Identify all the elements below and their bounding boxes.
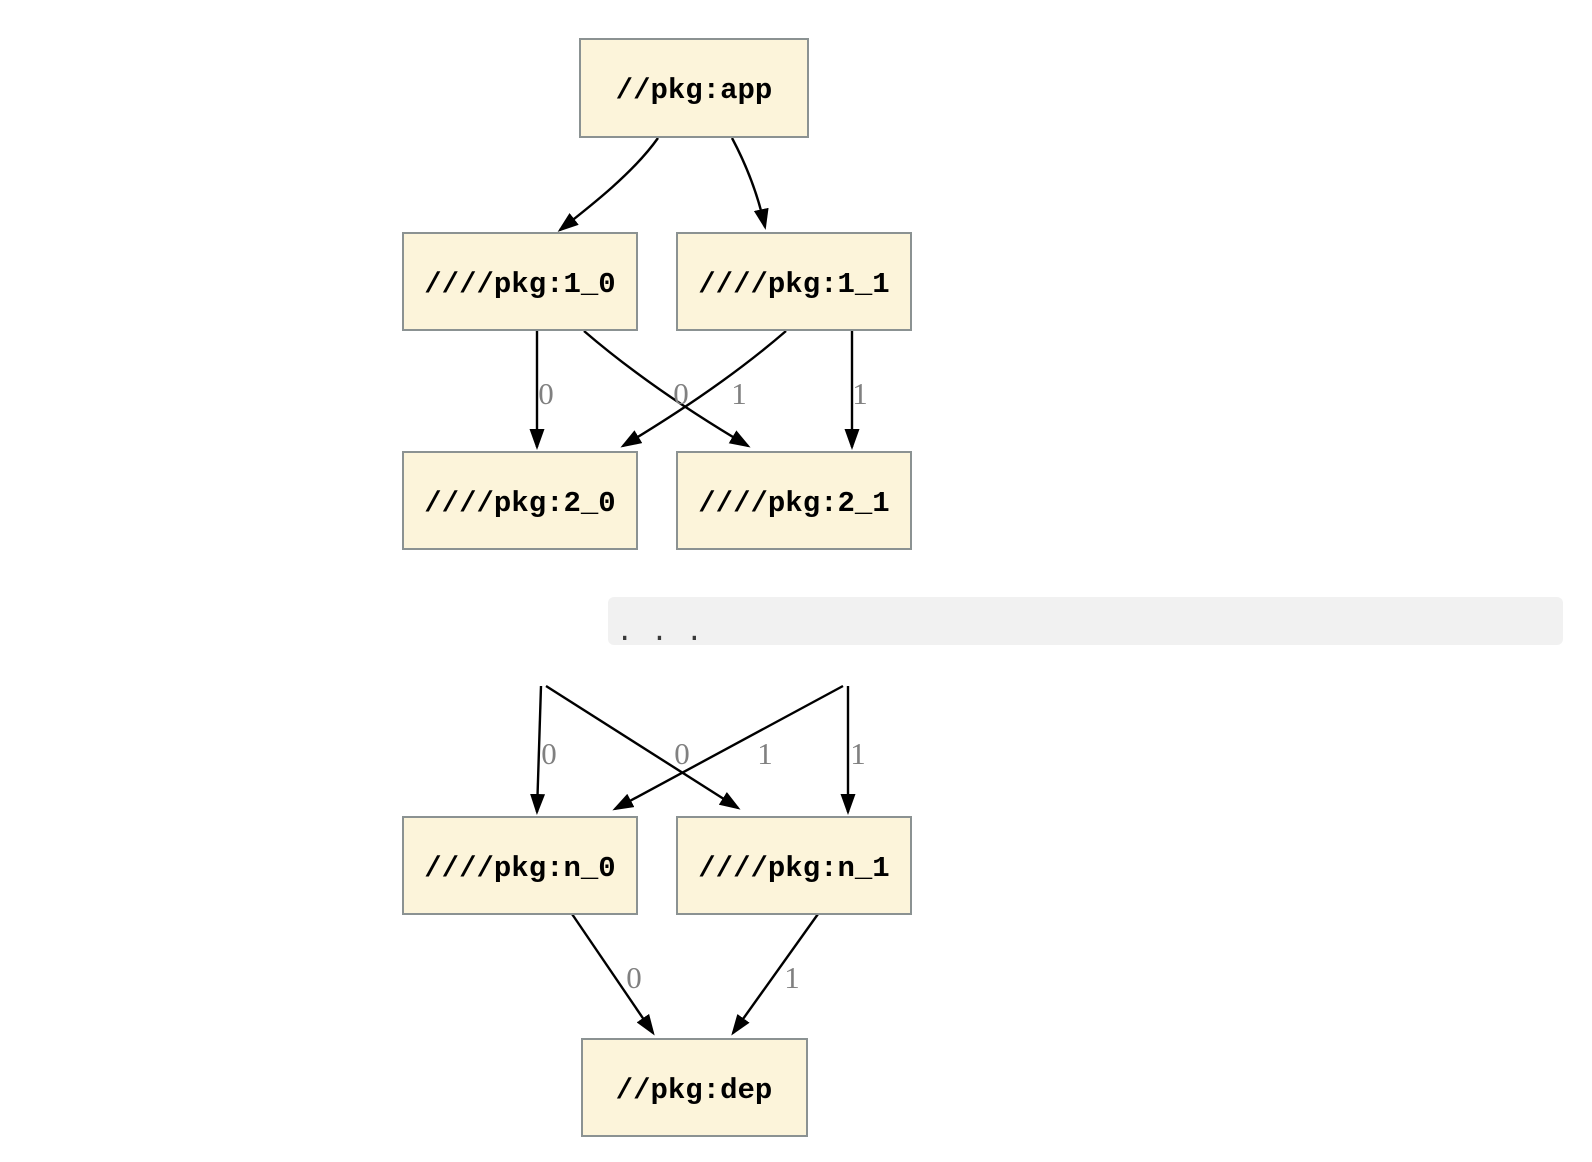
edge-label-top-mid-1: 1 [731, 376, 747, 411]
edge-label-mid-left-0: 0 [541, 736, 557, 771]
edge-label-top-mid-0: 0 [673, 376, 689, 411]
node-dep: //pkg:dep [581, 1038, 808, 1137]
node-pkg1_0: ////pkg:1_0 [402, 232, 638, 331]
node-pkg1_1-label: ////pkg:1_1 [698, 268, 889, 301]
ellipsis-text: . . . [616, 616, 703, 649]
edge-label-bottom-1: 1 [784, 960, 800, 995]
edge-label-bottom-0: 0 [626, 960, 642, 995]
node-pkgn_0: ////pkg:n_0 [402, 816, 638, 915]
edge-hidden-right-to-pkgn_0 [612, 684, 844, 811]
edge-pkgn_1-to-dep [731, 913, 819, 1036]
edge-hidden-left-to-pkgn_0 [530, 685, 546, 815]
node-app-box [579, 38, 809, 138]
node-pkg2_0: ////pkg:2_0 [402, 451, 638, 550]
node-pkgn_1-label: ////pkg:n_1 [698, 852, 889, 885]
node-pkg2_1: ////pkg:2_1 [676, 451, 912, 550]
node-dep-box [581, 1038, 808, 1137]
node-pkg2_0-label: ////pkg:2_0 [424, 487, 615, 520]
edge-app-to-pkg1_1 [730, 137, 769, 230]
edge-label-mid-right-1: 1 [850, 736, 866, 771]
node-pkg2_1-box [676, 451, 912, 550]
edge-pkgn_0-to-dep [571, 913, 655, 1036]
node-pkgn_1: ////pkg:n_1 [676, 816, 912, 915]
node-pkgn_0-label: ////pkg:n_0 [424, 852, 615, 885]
node-pkgn_0-box [402, 816, 638, 915]
node-pkg2_1-label: ////pkg:2_1 [698, 487, 889, 520]
node-dep-label: //pkg:dep [616, 1074, 773, 1107]
edge-app-to-pkg1_0 [557, 137, 659, 232]
node-pkg1_1-box [676, 232, 912, 331]
edge-label-top-right-1: 1 [852, 376, 868, 411]
node-pkgn_1-box [676, 816, 912, 915]
edge-label-top-left-0: 0 [538, 376, 554, 411]
node-app: //pkg:app [579, 38, 809, 138]
node-app-label: //pkg:app [616, 74, 773, 107]
ellipsis-separator-bar [608, 597, 1563, 645]
node-pkg1_0-box [402, 232, 638, 331]
node-pkg2_0-box [402, 451, 638, 550]
node-pkg1_0-label: ////pkg:1_0 [424, 268, 615, 301]
node-pkg1_1: ////pkg:1_1 [676, 232, 912, 331]
edge-label-mid-mid-1: 1 [757, 736, 773, 771]
edge-hidden-left-to-pkgn_1 [545, 684, 741, 810]
edge-pkg1_1-to-pkg2_0 [620, 330, 787, 448]
edge-pkg1_0-to-pkg2_1 [583, 330, 751, 448]
edge-label-mid-mid-0: 0 [674, 736, 690, 771]
